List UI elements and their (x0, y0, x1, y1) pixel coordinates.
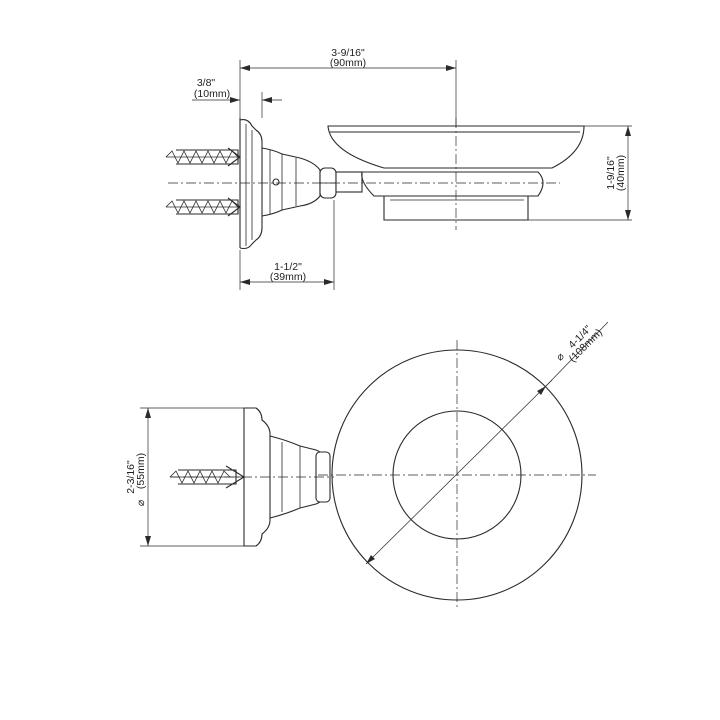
flange-depth-metric: (10mm) (194, 88, 230, 100)
wall-anchor-top (165, 147, 241, 167)
soap-dish-side (327, 125, 585, 221)
flange-diameter-imperial: 2-3/16" (125, 460, 137, 494)
flange-depth-imperial: 3/8" (197, 77, 216, 89)
overall-length-metric: (90mm) (330, 57, 366, 69)
side-elevation-view: 3-9/16" (90mm) 3/8" (10mm) 1-1/2" (39mm) (165, 47, 632, 290)
dish-height-imperial: 1-9/16" (605, 156, 617, 190)
flange-diameter-metric: (55mm) (135, 453, 147, 489)
dimension-projection: 1-1/2" (39mm) (240, 261, 334, 285)
dish-diameter-symbol: ⌀ (554, 350, 567, 363)
dish-top-view: ⌀ 4-1/4" (108mm) (318, 321, 609, 610)
flange-profile-view: 2-3/16" ⌀ (55mm) (125, 407, 334, 547)
projection-metric: (39mm) (270, 271, 306, 283)
projection-imperial: 1-1/2" (274, 261, 302, 273)
wall-anchor-bottom (165, 197, 241, 217)
dimension-flange-depth: 3/8" (10mm) (192, 77, 282, 103)
overall-length-imperial: 3-9/16" (331, 47, 365, 59)
dimension-overall-length: 3-9/16" (90mm) (240, 47, 456, 71)
dimension-flange-diameter: 2-3/16" ⌀ (55mm) (125, 408, 151, 546)
dimension-dish-height: 1-9/16" (40mm) (605, 126, 631, 220)
support-arm (261, 147, 363, 217)
flange-profile (243, 407, 271, 547)
flange-diameter-symbol: ⌀ (135, 499, 147, 506)
dish-height-metric: (40mm) (615, 155, 627, 191)
